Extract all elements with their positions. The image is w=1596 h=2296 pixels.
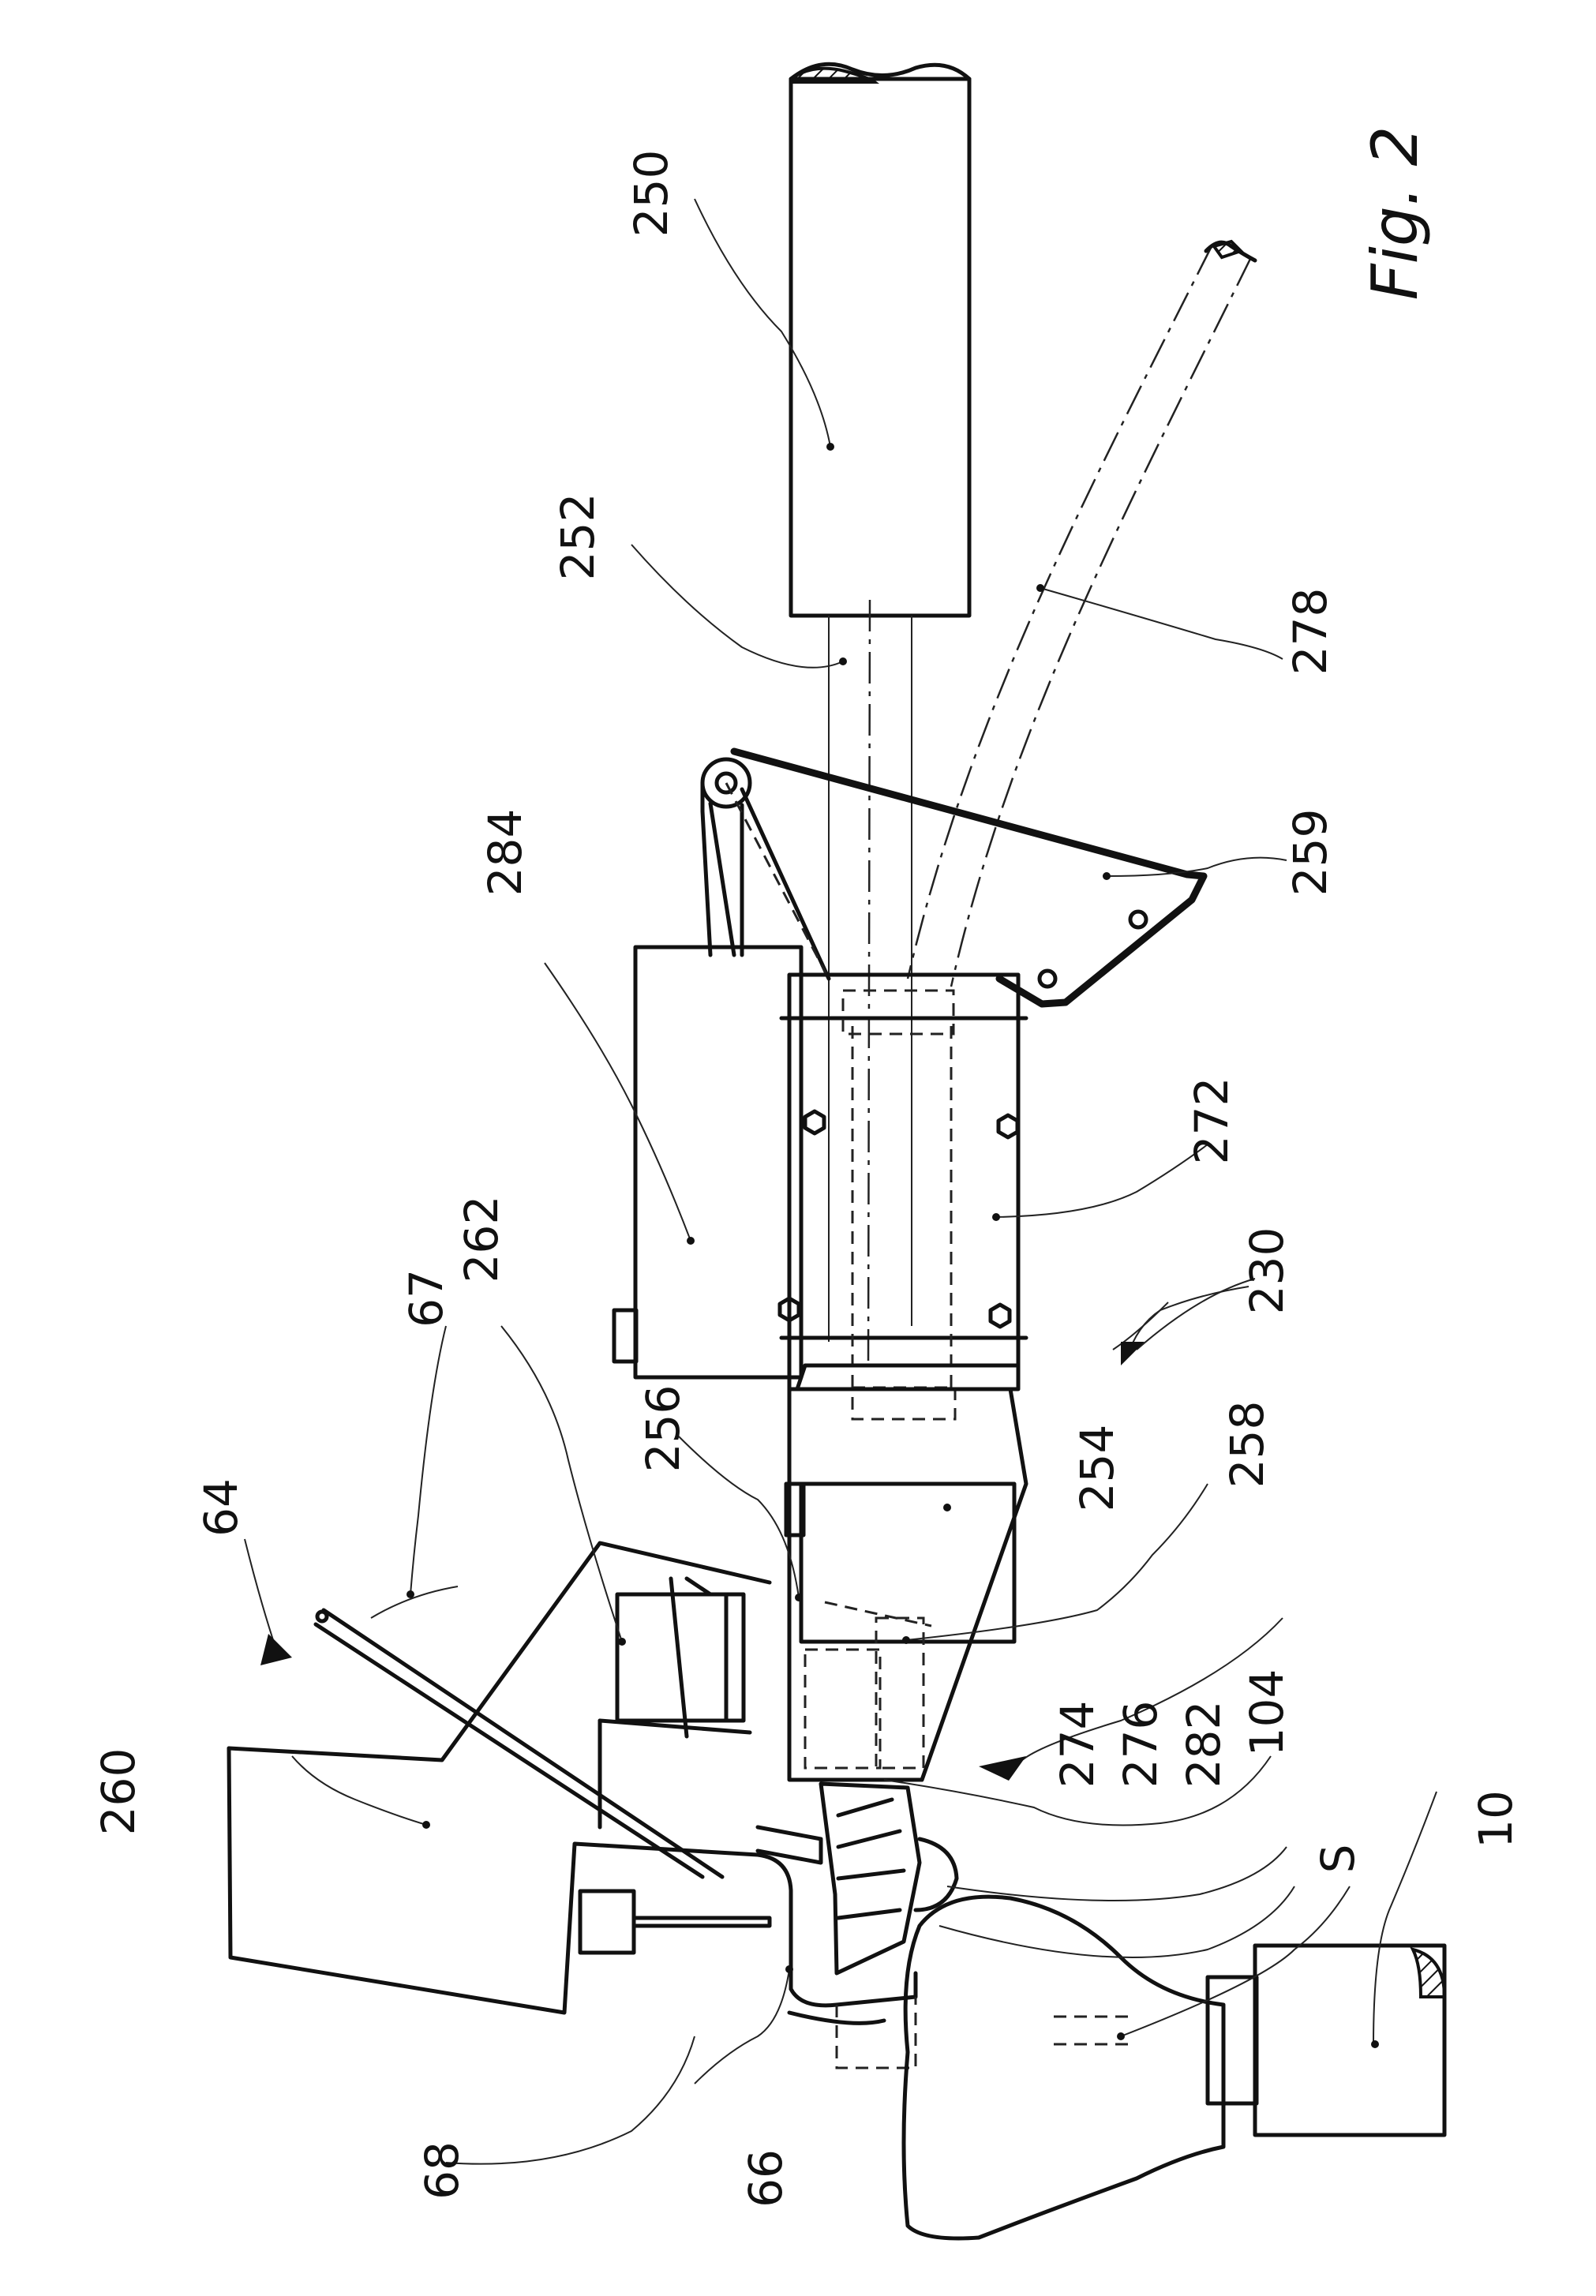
leader-dots: [406, 443, 1379, 2048]
label-274: 274: [1051, 1701, 1104, 1788]
label-67: 67: [399, 1269, 453, 1328]
block-284: [614, 947, 801, 1377]
label-68: 68: [415, 2141, 469, 2200]
block-262: [617, 1579, 744, 1736]
plate-259: [702, 751, 1204, 1004]
container-S: [904, 1897, 1223, 2238]
guide-housing-272: [780, 975, 1026, 1419]
label-278: 278: [1283, 588, 1337, 676]
label-272: 272: [1185, 1077, 1238, 1165]
label-284: 284: [478, 809, 532, 897]
leader-lines: [292, 199, 1437, 2164]
label-10: 10: [1469, 1790, 1523, 1848]
label-104: 104: [1240, 1669, 1294, 1757]
label-254: 254: [1070, 1425, 1124, 1512]
cylinder-250: [791, 64, 969, 616]
label-282: 282: [1177, 1701, 1231, 1788]
label-252: 252: [551, 493, 605, 581]
label-258: 258: [1220, 1401, 1274, 1489]
label-256: 256: [636, 1385, 690, 1473]
nozzle-276-282-104: [758, 1784, 957, 2068]
label-S: S: [1311, 1845, 1365, 1874]
rod-67: [316, 1610, 722, 1877]
label-250: 250: [624, 150, 678, 238]
label-64: 64: [194, 1478, 248, 1537]
figure-title: Fig. 2: [1358, 126, 1432, 301]
label-259: 259: [1283, 809, 1337, 897]
holder-10: [1208, 1946, 1444, 2135]
label-230: 230: [1240, 1227, 1294, 1315]
piston-rod-252: [829, 600, 912, 1365]
hidden-features-256-258: [805, 1602, 931, 1768]
label-260: 260: [92, 1748, 145, 1836]
label-66: 66: [739, 2149, 792, 2208]
label-262: 262: [455, 1196, 508, 1283]
carrier-body: [789, 1365, 1026, 1780]
label-276: 276: [1114, 1701, 1167, 1788]
